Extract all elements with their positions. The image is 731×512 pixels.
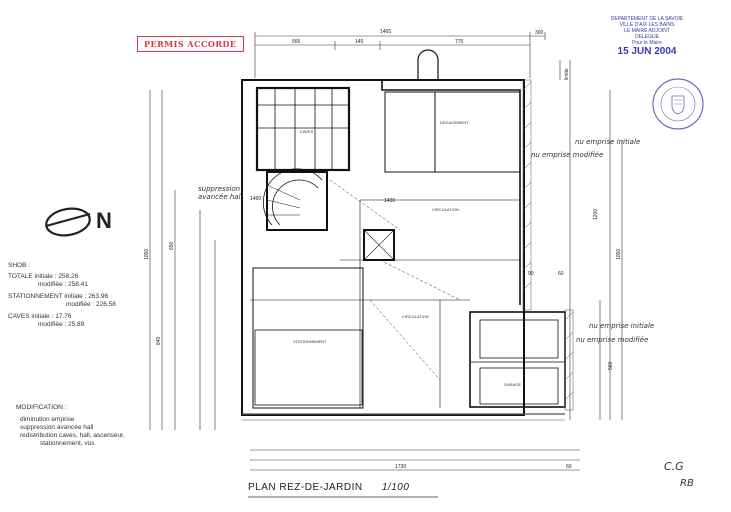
nu-emprise-modifiee-bottom: nu emprise modifiée xyxy=(576,336,649,344)
totale-modified: modifiée : 258.41 xyxy=(38,281,88,288)
totale-initial: initiale : 258.26 xyxy=(34,273,79,280)
caves-modified: modifiée : 25.89 xyxy=(38,321,85,328)
nu-emprise-initiale-top: nu emprise initiale xyxy=(575,138,641,146)
modification-item: redistribution caves, hall, ascenseur, xyxy=(20,432,125,439)
modification-item: suppression avancée hall xyxy=(20,424,94,431)
room-degagement: DEGAGEMENT xyxy=(440,120,469,125)
dim-bottom-total: 1730 xyxy=(395,464,406,470)
modification-item: stationnement, vus xyxy=(40,440,95,447)
caves-initial: initiale : 17.76 xyxy=(31,313,72,320)
shob-block: SHOB : TOTALE initiale : 258.26 modifiée… xyxy=(8,262,116,329)
dept-line3: LE MAIRE ADJOINT xyxy=(624,28,670,34)
limite-label: limite xyxy=(564,68,570,80)
room-circulation: CIRCULATION xyxy=(432,207,459,212)
plan-title: PLAN REZ-DE-JARDIN 1/100 xyxy=(248,482,409,493)
signature: RB xyxy=(680,478,694,489)
room-stationnement: STATIONNEMENT xyxy=(293,339,327,344)
plan-name: PLAN REZ-DE-JARDIN xyxy=(248,482,363,493)
dim-mid-1: 1430 xyxy=(384,198,395,204)
modification-block: MODIFICATION : diminution emprise suppre… xyxy=(16,404,125,448)
dept-line1: DEPARTEMENT DE LA SAVOIE xyxy=(610,16,684,22)
suppression-text: suppression xyxy=(198,185,241,193)
modification-heading: MODIFICATION : xyxy=(16,404,67,411)
stationnement-label: STATIONNEMENT xyxy=(8,293,63,300)
shob-label: SHOB : xyxy=(8,262,31,269)
dim-bottom-extra: 60 xyxy=(566,464,572,470)
approval-date: 15 JUN 2004 xyxy=(617,46,677,57)
round-seal-icon xyxy=(652,78,704,130)
dim-top-left: 565 xyxy=(292,39,301,45)
dim-right-small: 60 xyxy=(558,271,564,277)
caves-label: CAVES xyxy=(8,313,30,320)
modification-item: diminution emprise xyxy=(20,416,75,423)
north-compass-icon: N xyxy=(45,207,112,237)
room-circulation-2: CIRCULATION xyxy=(402,314,429,319)
totale-label: TOTALE xyxy=(8,273,33,280)
dim-top-right: 775 xyxy=(455,39,464,45)
nu-emprise-initiale-bottom: nu emprise initiale xyxy=(589,322,655,330)
plan-scale: 1/100 xyxy=(381,482,410,493)
dim-top-mid: 145 xyxy=(355,39,364,45)
dept-line5: Pour le Maire xyxy=(632,40,662,46)
dim-right-small-2: 90 xyxy=(528,271,534,277)
nu-emprise-modifiee-top: nu emprise modifiée xyxy=(531,151,604,159)
dim-top-extra: 300 xyxy=(535,30,544,36)
title-underline xyxy=(248,496,438,498)
stationnement-modified: modifiée : 226.58 xyxy=(66,301,116,308)
dim-right-2: 1050 xyxy=(616,249,622,260)
dept-line4: DELEGUE xyxy=(635,34,659,40)
dim-left-2: 650 xyxy=(169,241,175,250)
initials: C.G xyxy=(664,460,684,473)
dim-top-total: 1465 xyxy=(380,29,391,35)
department-stamp: DEPARTEMENT DE LA SAVOIE VILLE D'AIX LES… xyxy=(608,16,686,58)
dim-mid-2: 1460 xyxy=(250,196,261,202)
room-garage: GARAGE xyxy=(504,382,521,387)
dim-left-3: 840 xyxy=(156,336,162,345)
dim-left-1: 1050 xyxy=(144,249,150,260)
suppression-note: suppression avancée hall xyxy=(198,185,242,201)
compass-n-label: N xyxy=(96,208,112,233)
dept-line2: VILLE D'AIX LES BAINS xyxy=(619,22,675,28)
stationnement-initial: initiale : 263.96 xyxy=(64,293,109,300)
permis-accorde-stamp: PERMIS ACCORDE xyxy=(137,36,244,52)
dim-right-1: 1200 xyxy=(593,209,599,220)
room-caves: CAVES xyxy=(300,129,314,134)
avancee-hall-text: avancée hall xyxy=(198,193,243,201)
dim-right-3: 560 xyxy=(608,361,614,370)
